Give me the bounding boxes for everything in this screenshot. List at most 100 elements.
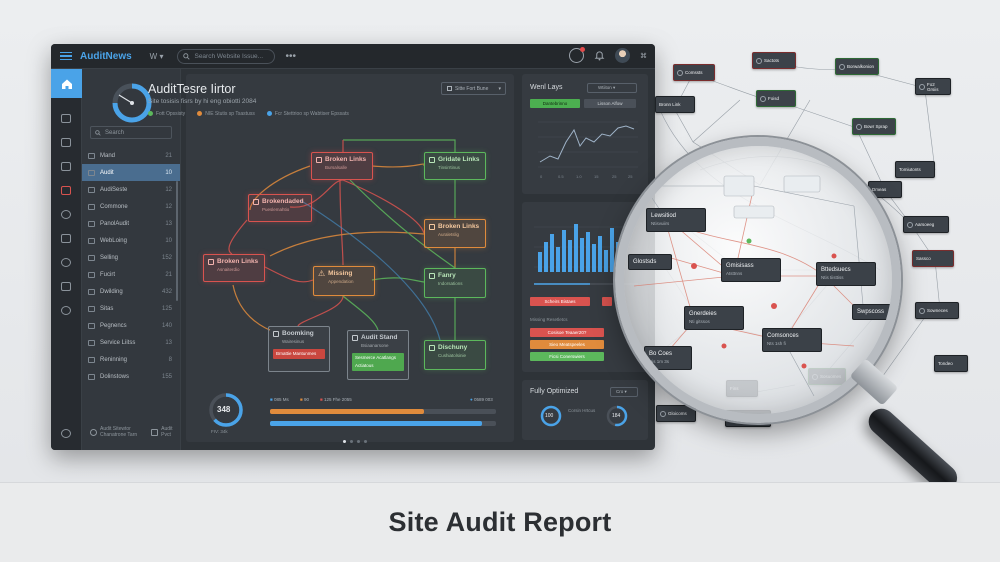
- pager-dots[interactable]: [343, 440, 367, 443]
- link-icon: [208, 259, 214, 265]
- network-node[interactable]: Tomiutonts: [895, 161, 935, 178]
- rail-chat-icon[interactable]: [61, 162, 71, 171]
- sidebar-search-input[interactable]: Search: [90, 126, 172, 139]
- rail-globe-icon[interactable]: [61, 258, 71, 267]
- page-icon: [88, 237, 95, 244]
- pager-dot[interactable]: [364, 440, 367, 443]
- optimized-dropdown[interactable]: Cro ▾: [610, 387, 638, 397]
- network-node[interactable]: Sowneces: [915, 302, 959, 319]
- network-node[interactable]: Gloicoms: [656, 405, 696, 422]
- bell-icon[interactable]: [594, 50, 605, 61]
- page-icon: [88, 203, 95, 210]
- pager-dot[interactable]: [343, 440, 346, 443]
- network-node[interactable]: Foisd: [756, 90, 796, 107]
- optimized-left-value: 100: [545, 413, 554, 419]
- rail-reports-icon[interactable]: [61, 138, 71, 147]
- lens-node[interactable]: Glostsds: [628, 254, 672, 270]
- line-chart: 0 0.5 1.0 15 25 25: [538, 121, 638, 179]
- network-node[interactable]: Comssts: [673, 64, 715, 81]
- network-node[interactable]: Bronn Link: [655, 96, 695, 113]
- rail-messages-icon[interactable]: [61, 282, 71, 291]
- rail-user-icon[interactable]: [61, 306, 71, 315]
- avatar[interactable]: [615, 48, 630, 63]
- rail-pages-icon[interactable]: [61, 234, 71, 243]
- issue-row-1[interactable]: Cosisoe Teaaer20?: [530, 328, 604, 337]
- score-gauge: [209, 393, 243, 427]
- menu-icon[interactable]: [60, 50, 72, 63]
- rail-settings-icon[interactable]: [61, 210, 71, 219]
- issue-row-2[interactable]: Sieo Meatspeeles: [530, 340, 604, 349]
- topbar-search-input[interactable]: Search Website Issue...: [177, 48, 276, 64]
- node-icon: [856, 123, 862, 130]
- chart-btn-1[interactable]: Dantebrinno: [530, 99, 580, 108]
- settings-icon[interactable]: ⌘: [640, 52, 647, 60]
- bar: [580, 238, 584, 272]
- chart-panel-dropdown[interactable]: Wtiiton ▾: [587, 83, 637, 93]
- rail-alerts-icon[interactable]: [61, 186, 71, 195]
- rail-help-icon[interactable]: [61, 429, 71, 438]
- rail-dashboard-icon[interactable]: [61, 114, 71, 123]
- network-node[interactable]: Fo2 Grsiis: [915, 78, 951, 95]
- page-icon: [88, 373, 95, 380]
- network-node[interactable]: Bowr Sprap: [852, 118, 896, 135]
- network-node[interactable]: Tondeo: [934, 355, 968, 372]
- pager-dot[interactable]: [350, 440, 353, 443]
- bar: [562, 230, 566, 272]
- filter-dropdown[interactable]: Sitte Fort Bune ▾: [441, 82, 506, 95]
- network-node[interactable]: Sassco: [912, 250, 954, 267]
- lens-node[interactable]: Swpscoss: [852, 304, 892, 320]
- chart-btn-2[interactable]: Lisson Alfow: [584, 99, 636, 108]
- workspace-chip[interactable]: W ▾: [149, 51, 164, 61]
- network-node[interactable]: Borwalkonion: [835, 58, 879, 75]
- page-icon: [88, 288, 95, 295]
- network-node[interactable]: Sactots: [752, 52, 796, 69]
- network-node[interactable]: Aarsoeeg: [903, 216, 949, 233]
- notification-icon[interactable]: [569, 47, 585, 63]
- network-node[interactable]: Dmeas: [868, 181, 902, 198]
- issues-button-side[interactable]: [602, 297, 612, 306]
- pager-dot[interactable]: [357, 440, 360, 443]
- rail-home-button[interactable]: [51, 69, 82, 98]
- app-brand[interactable]: AuditNews: [80, 50, 132, 62]
- clock-icon: [90, 428, 97, 436]
- issue-row-3[interactable]: Ficsi Conerswiers: [530, 352, 604, 361]
- optimized-right-value: 184: [612, 413, 621, 419]
- issues-button[interactable]: Scheirs Bistaes: [530, 297, 590, 306]
- more-options-icon[interactable]: •••: [285, 50, 296, 62]
- sidebar-scrollbar[interactable]: [176, 181, 178, 301]
